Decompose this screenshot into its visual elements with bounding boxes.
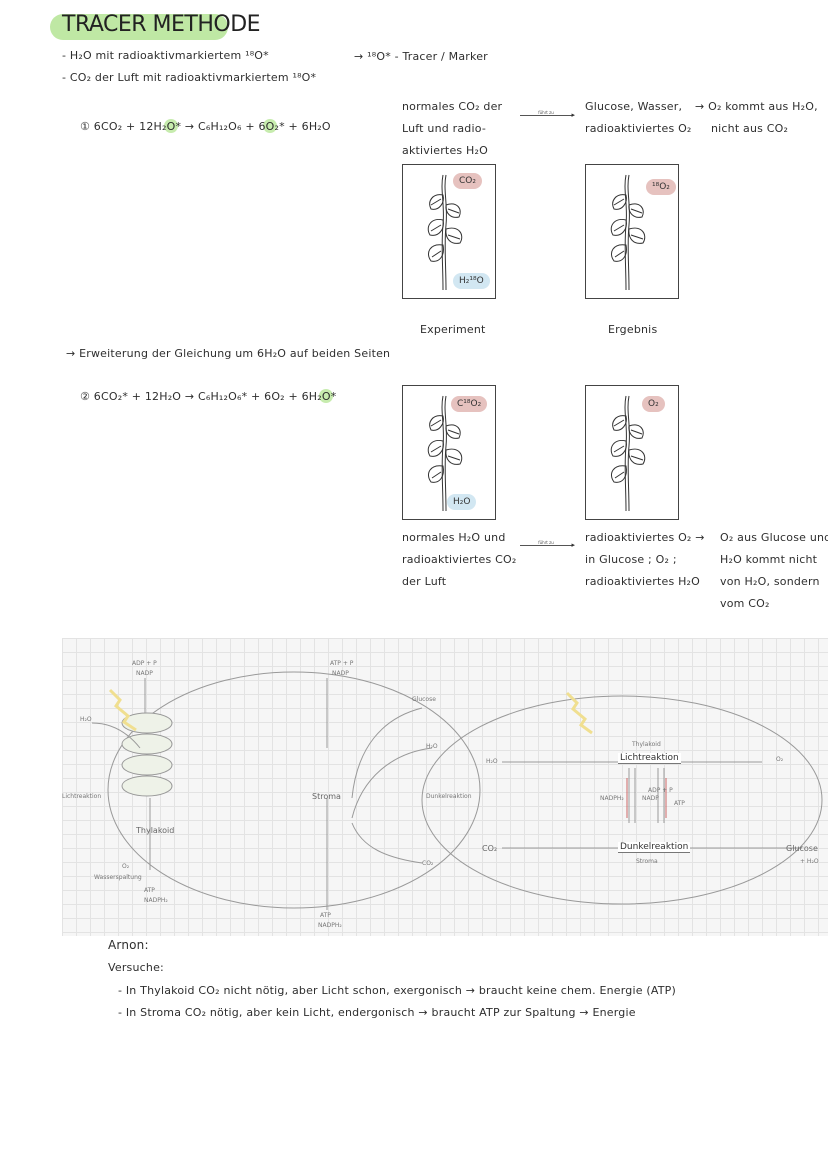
notes-line-2: - In Stroma CO₂ nötig, aber kein Licht, … [118, 1006, 636, 1019]
equation-mid: → C₆H₁₂O₆ + 6 [181, 120, 266, 133]
equation-number: ② [80, 390, 91, 403]
tracer-note: → ¹⁸O* - Tracer / Marker [354, 50, 488, 63]
label-h2o: H₂O [486, 758, 498, 765]
label-nadp-right-diagram: NADP [642, 795, 659, 802]
label-lichtreaktion: Lichtreaktion [62, 793, 102, 800]
label-thylakoid: Thylakoid [136, 826, 175, 835]
plant-icon [610, 174, 646, 291]
exp2-frame-result: O₂ [585, 385, 679, 520]
exp1-conclusion: → O₂ kommt aus H₂O, nicht aus CO₂ [695, 100, 818, 135]
tag-co2: CO₂ [453, 173, 482, 189]
label-h2o-left: H₂O [80, 716, 92, 723]
tag-h2o: H₂O [447, 494, 477, 510]
title-highlight [50, 14, 228, 40]
exp2-input-text: normales H₂O und radioaktiviertes CO₂ de… [402, 531, 517, 588]
label-o2-right: O₂ [776, 756, 784, 763]
intro-line-2: - CO₂ der Luft mit radioaktivmarkiertem … [62, 71, 317, 84]
tag-o2: O₂ [642, 396, 665, 412]
label-stroma: Stroma [312, 792, 341, 801]
exp1-arrow: führt zu ▸ [520, 110, 575, 119]
label-dunkelreaktion-right: Dunkelreaktion [618, 842, 691, 853]
label-co2-right: CO₂ [482, 844, 498, 853]
label-nadph-right: NADPH₂ [318, 922, 342, 929]
label-atp-right-diagram: ATP [674, 800, 685, 807]
marked-oxygen-product: O₂* [265, 120, 285, 133]
tag-18o2: ¹⁸O₂ [646, 179, 676, 195]
tag-h2o-marked: H₂¹⁸O [453, 273, 490, 289]
equation-2: ② 6CO₂* + 12H₂O → C₆H₁₂O₆* + 6O₂ + 6H₂O* [80, 390, 336, 403]
exp2-frame-experiment: C¹⁸O₂ H₂O [402, 385, 496, 520]
extension-note: → Erweiterung der Gleichung um 6H₂O auf … [66, 347, 391, 360]
equation-right: + 6H₂O [284, 120, 331, 133]
intro-line-1: - H₂O mit radioaktivmarkiertem ¹⁸O* [62, 49, 269, 62]
exp2-arrow: führt zu ▸ [520, 540, 575, 549]
label-dunkelreaktion: Dunkelreaktion [426, 793, 472, 800]
label-glucose: Glucose [412, 696, 436, 703]
label-o2: O₂ [122, 863, 130, 870]
label-nadph-right-diagram: NADPH₂ [600, 795, 624, 802]
notes-line-1: - In Thylakoid CO₂ nicht nötig, aber Lic… [118, 984, 676, 997]
equation-1: ① 6CO₂ + 12H₂O* → C₆H₁₂O₆ + 6O₂* + 6H₂O [80, 120, 331, 133]
label-atp-right: ATP [320, 912, 331, 919]
marked-oxygen: O* [321, 390, 337, 403]
page-title: TRACER METHODE [62, 12, 261, 37]
label-adp-p: ADP + P [132, 660, 157, 667]
exp2-output-text: radioaktiviertes O₂ → in Glucose ; O₂ ; … [585, 531, 705, 588]
grid-paper [62, 638, 828, 936]
exp1-input-text: normales CO₂ der Luft und radio- aktivie… [402, 100, 503, 157]
label-atp-p: ATP + P [330, 660, 354, 667]
label-nadph-bottom: NADPH₂ [144, 897, 168, 904]
notes-subheading: Versuche: [108, 961, 164, 974]
label-stroma-right: Stroma [636, 858, 658, 865]
label-adp-right-diagram: ADP + P [648, 787, 673, 794]
plant-icon [427, 395, 463, 512]
equation-number: ① [80, 120, 91, 133]
exp2-conclusion: O₂ aus Glucose und H₂O kommt nicht von H… [720, 531, 828, 610]
exp1-frame-result: ¹⁸O₂ [585, 164, 679, 299]
label-glucose-right: Glucose [786, 844, 818, 853]
label-co2: CO₂ [422, 860, 434, 867]
tag-c18o2: C¹⁸O₂ [451, 396, 488, 412]
diagram-shapes [91, 671, 823, 910]
label-wasserspaltung: Wasserspaltung [94, 874, 142, 881]
label-atp-bottom: ATP [144, 887, 155, 894]
label-lichtreaktion-right: Lichtreaktion [618, 753, 681, 764]
label-nadp-right: NADP [332, 670, 349, 677]
label-h2o-right: H₂O [426, 743, 438, 750]
equation-left: 6CO₂* + 12H₂O → C₆H₁₂O₆* + 6O₂ + 6H₂ [93, 390, 322, 403]
equation-left: 6CO₂ + 12H₂ [93, 120, 167, 133]
caption-result: Ergebnis [608, 323, 658, 336]
exp1-output-text: Glucose, Wasser, radioaktiviertes O₂ [585, 100, 692, 135]
label-nadp: NADP [136, 670, 153, 677]
plant-icon [427, 174, 463, 291]
label-h2o-out: + H₂O [800, 858, 819, 865]
marked-oxygen: O* [166, 120, 182, 133]
plant-icon [610, 395, 646, 512]
notes-heading: Arnon: [108, 938, 149, 952]
chloroplast-diagrams: ADP + P NADP ATP + P NADP Glucose H₂O H₂… [62, 638, 828, 936]
exp1-frame-experiment: CO₂ H₂¹⁸O [402, 164, 496, 299]
caption-experiment: Experiment [420, 323, 486, 336]
label-thylakoid-right: Thylakoid [632, 741, 661, 748]
